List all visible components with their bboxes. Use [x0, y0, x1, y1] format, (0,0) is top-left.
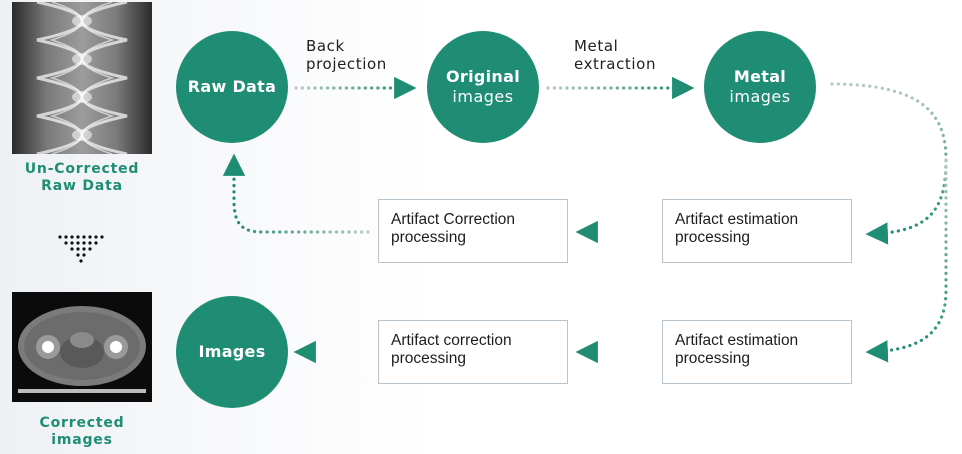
- artifact-estimation-bottom-line1: Artifact estimation: [675, 332, 799, 349]
- original-images-node: Original images: [427, 31, 539, 143]
- artifact-correction-top-line2: processing: [391, 229, 466, 246]
- ct-slice-thumbnail: [12, 292, 152, 402]
- dotted-down-triangle-icon: [56, 234, 108, 264]
- arrow-metal-to-estimation-bottom: [865, 158, 948, 363]
- artifact-correction-box-top: Artifact Correction processing: [378, 199, 568, 263]
- sinogram-thumbnail: [12, 2, 152, 154]
- metal-images-line2: images: [729, 87, 791, 106]
- artifact-correction-bottom-line2: processing: [391, 350, 466, 367]
- metal-images-line1: Metal: [733, 67, 787, 86]
- back-projection-line1: Back: [306, 37, 345, 55]
- uncorrected-caption-line2: Raw Data: [41, 178, 123, 194]
- corrected-caption-line1: Corrected: [39, 415, 125, 431]
- artifact-estimation-box-top: Artifact estimation processing: [662, 199, 852, 263]
- raw-data-node: Raw Data: [176, 31, 288, 143]
- artifact-correction-top-line1: Artifact Correction: [391, 211, 516, 228]
- corrected-caption: Corrected images: [0, 415, 164, 449]
- raw-data-label: Raw Data: [187, 77, 277, 96]
- metal-extraction-line2: extraction: [574, 55, 657, 73]
- metal-extraction-line1: Metal: [574, 37, 619, 55]
- images-label: Images: [198, 342, 266, 361]
- uncorrected-caption-line1: Un-Corrected: [24, 161, 140, 177]
- original-images-line1: Original: [446, 67, 520, 86]
- artifact-estimation-box-bottom: Artifact estimation processing: [662, 320, 852, 384]
- corrected-caption-line2: images: [51, 432, 113, 448]
- images-node: Images: [176, 296, 288, 408]
- artifact-correction-box-bottom: Artifact correction processing: [378, 320, 568, 384]
- artifact-estimation-bottom-line2: processing: [675, 350, 750, 367]
- artifact-correction-bottom-line1: Artifact correction: [391, 332, 512, 349]
- back-projection-label: Back projection: [306, 37, 387, 73]
- original-images-line2: images: [452, 87, 514, 106]
- back-projection-line2: projection: [306, 55, 387, 73]
- artifact-estimation-top-line2: processing: [675, 229, 750, 246]
- arrow-correction-to-rawdata: [222, 153, 370, 234]
- metal-extraction-label: Metal extraction: [574, 37, 656, 73]
- uncorrected-caption: Un-Corrected Raw Data: [0, 161, 164, 195]
- artifact-estimation-top-line1: Artifact estimation: [675, 211, 799, 228]
- metal-images-node: Metal images: [704, 31, 816, 143]
